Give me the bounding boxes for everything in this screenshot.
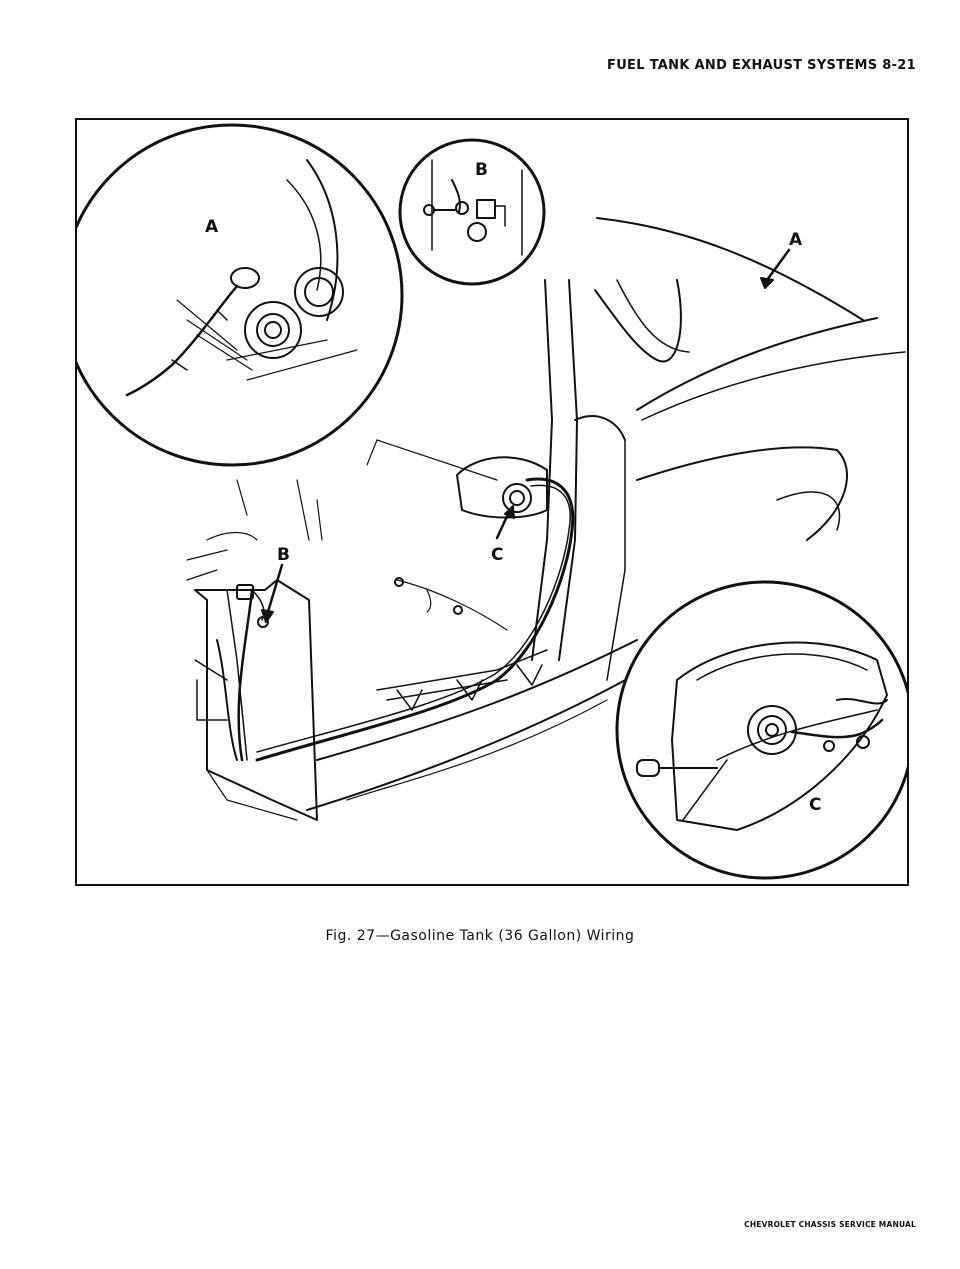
figure-caption: Fig. 27—Gasoline Tank (36 Gallon) Wiring (325, 928, 635, 944)
vehicle-body-drawing (186, 217, 906, 821)
callout-c-main-group: C (491, 505, 515, 565)
callout-b-main: B (277, 545, 290, 565)
callout-c-inset: C (809, 795, 821, 815)
callout-c-main: C (491, 545, 503, 565)
callout-a-main: A (789, 230, 803, 250)
callout-a-inset: A (205, 217, 219, 237)
callout-b-main-group: B (261, 545, 290, 623)
inset-detail-c: C (615, 580, 907, 880)
callout-b-inset: B (475, 160, 488, 180)
inset-detail-b: B (398, 138, 546, 286)
figure-illustration: A B A B C (75, 118, 909, 886)
callout-a-main-group: A (760, 230, 803, 289)
page-header: FUEL TANK AND EXHAUST SYSTEMS 8-21 (607, 58, 916, 73)
page-footer: CHEVROLET CHASSIS SERVICE MANUAL (744, 1220, 916, 1229)
inset-detail-a: A (77, 123, 404, 467)
